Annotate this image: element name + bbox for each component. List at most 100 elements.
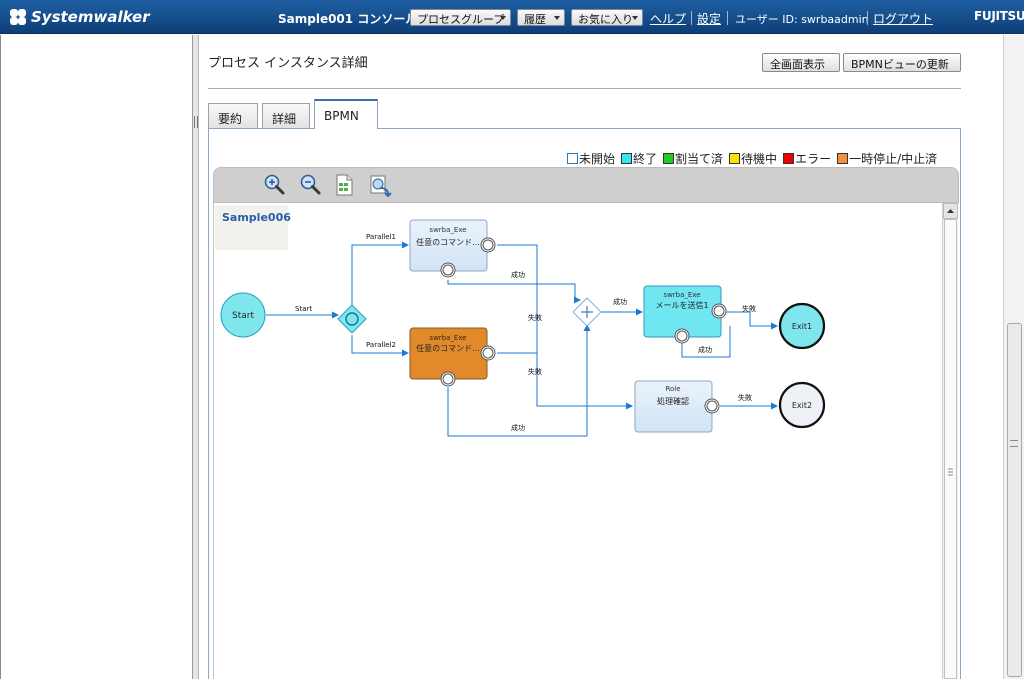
legend-swatch-suspended	[837, 153, 849, 164]
top-header: Systemwalker Sample001 コンソール プロセスグループ 履歴…	[0, 0, 1024, 34]
legend-label-error: エラー	[795, 152, 832, 166]
page-scrollbar[interactable]	[1003, 35, 1024, 679]
parallel-join-gateway[interactable]	[572, 297, 602, 327]
tab-details[interactable]: 詳細	[262, 103, 310, 128]
task-confirm[interactable]: Role 処理確認	[634, 380, 713, 433]
legend-label-finished: 終了	[633, 152, 658, 166]
refresh-bpmn-button[interactable]: BPMNビューの更新	[843, 53, 961, 72]
legend-label-suspended: 一時停止/中止済	[849, 152, 938, 166]
title-divider	[208, 88, 961, 89]
chevron-down-icon	[554, 16, 560, 20]
task-name: メールを送信1	[655, 300, 708, 310]
edge-label-fail: 失敗	[528, 367, 542, 376]
edge-task3-success	[681, 326, 731, 358]
start-event-label: Start	[232, 311, 254, 321]
edge-parallel1	[351, 241, 409, 305]
legend-swatch-finished	[621, 153, 633, 164]
header-separator	[727, 11, 728, 25]
edge-parallel2	[351, 335, 409, 357]
user-id: ユーザー ID: swrbaadmin	[735, 13, 869, 26]
end-event-label: Exit1	[792, 322, 812, 331]
logout-link[interactable]: ログアウト	[873, 12, 934, 26]
zoom-out-icon[interactable]	[298, 173, 322, 197]
systemwalker-logo-icon	[8, 7, 28, 27]
tab-bpmn[interactable]: BPMN	[314, 99, 378, 129]
edge-task3-fail	[726, 311, 778, 330]
page-title: プロセス インスタンス詳細	[208, 56, 368, 71]
edge-label-success: 成功	[698, 345, 712, 354]
task-name: 任意のコマンド...	[416, 343, 480, 353]
edge-label-start: Start	[295, 305, 312, 313]
chevron-up-icon	[947, 209, 954, 213]
edge-label-parallel2: Parallel2	[366, 341, 396, 349]
edge-task2-success	[447, 324, 591, 437]
left-pane	[0, 35, 193, 679]
diagram-name: Sample006	[215, 205, 291, 250]
bpmn-edges	[266, 241, 778, 437]
start-event[interactable]: Start	[220, 292, 266, 338]
export-icon[interactable]	[368, 173, 392, 197]
help-link[interactable]: ヘルプ	[650, 12, 687, 26]
legend-swatch-not-started	[567, 153, 578, 164]
chevron-down-icon	[632, 16, 638, 20]
legend-swatch-error	[783, 153, 795, 164]
favorites-menu[interactable]: お気に入り	[571, 9, 643, 26]
task-name: 処理確認	[657, 396, 689, 406]
boundary-event-icon	[674, 328, 690, 344]
edge-label-fail: 失敗	[528, 313, 542, 322]
boundary-event-icon	[480, 345, 496, 361]
tab-summary[interactable]: 要約	[208, 103, 258, 128]
edge-label-fail: 失敗	[742, 304, 756, 313]
page-scroll-thumb[interactable]	[1007, 323, 1022, 677]
splitter-grip[interactable]	[194, 116, 198, 128]
parallel-split-gateway[interactable]	[337, 304, 367, 334]
legend-label-not-started: 未開始	[579, 152, 616, 166]
scroll-up-button[interactable]	[943, 203, 958, 219]
boundary-event-icon	[440, 371, 456, 387]
edge-label-success: 成功	[511, 270, 525, 279]
zoom-in-icon[interactable]	[262, 173, 286, 197]
header-separator	[691, 11, 692, 25]
history-menu[interactable]: 履歴	[517, 9, 565, 26]
logo-text: Systemwalker	[31, 8, 150, 26]
history-label: 履歴	[524, 13, 546, 26]
task-command-2[interactable]: swrba_Exe 任意のコマンド...	[409, 327, 488, 380]
edge-task1-fail	[497, 244, 633, 410]
task-role: swrba_Exe	[663, 291, 700, 299]
legend-label-waiting: 待機中	[741, 152, 778, 166]
process-group-menu[interactable]: プロセスグループ	[410, 9, 511, 26]
edge-label-success: 成功	[511, 423, 525, 432]
document-icon[interactable]	[332, 173, 356, 197]
edge-task1-success	[447, 280, 581, 304]
favorites-label: お気に入り	[578, 13, 633, 26]
edge-label-parallel1: Parallel1	[366, 233, 396, 241]
boundary-event-icon	[711, 303, 727, 319]
task-role: swrba_Exe	[429, 226, 466, 234]
chevron-down-icon	[500, 16, 506, 20]
fullscreen-button[interactable]: 全画面表示	[762, 53, 840, 72]
systemwalker-logo: Systemwalker	[8, 6, 150, 28]
bpmn-canvas	[213, 203, 942, 679]
process-group-label: プロセスグループ	[417, 13, 505, 26]
settings-link[interactable]: 設定	[697, 12, 722, 26]
task-name: 任意のコマンド...	[416, 237, 480, 247]
pane-splitter[interactable]	[193, 35, 199, 679]
fujitsu-logo: FUJITSU	[974, 9, 1024, 23]
bpmn-toolbar	[213, 167, 959, 203]
task-role: Role	[665, 385, 680, 393]
canvas-scrollbar[interactable]	[942, 203, 958, 679]
console-title: Sample001 コンソール	[278, 12, 418, 26]
boundary-event-icon	[440, 262, 456, 278]
boundary-event-icon	[704, 398, 720, 414]
task-role: swrba_Exe	[429, 334, 466, 342]
end-event-label: Exit2	[792, 401, 812, 410]
end-event-exit2[interactable]: Exit2	[778, 381, 826, 429]
status-legend: 未開始 終了 割当て済 待機中 エラー 一時停止/中止済	[567, 150, 943, 167]
legend-swatch-assigned	[663, 153, 675, 164]
header-separator	[867, 11, 868, 25]
canvas-scroll-thumb[interactable]	[944, 219, 957, 679]
end-event-exit1[interactable]: Exit1	[778, 302, 826, 350]
legend-label-assigned: 割当て済	[675, 152, 724, 166]
edge-label-fail: 失敗	[738, 393, 752, 402]
